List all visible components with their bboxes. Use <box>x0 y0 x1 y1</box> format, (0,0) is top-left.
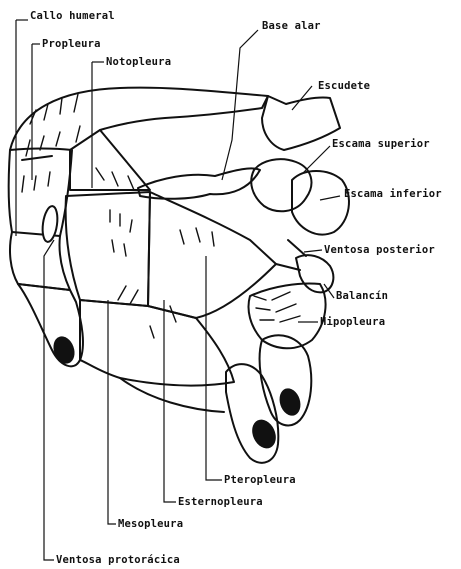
label-balancin: Balancín <box>336 290 388 302</box>
label-escama-inferior: Escama inferior <box>344 188 442 200</box>
label-notopleura: Notopleura <box>106 56 171 68</box>
left-coxa-socket <box>50 333 78 366</box>
scutum-outline <box>10 88 268 150</box>
label-callo-humeral: Callo humeral <box>30 10 115 22</box>
spiracle-outline <box>41 205 60 243</box>
middle-coxa-socket <box>248 416 281 452</box>
callo-humeral-outline <box>9 149 72 237</box>
label-base-alar: Base alar <box>262 20 321 32</box>
escama-inferior-outline <box>292 171 349 235</box>
label-escudete: Escudete <box>318 80 370 92</box>
label-hipopleura: Hipopleura <box>320 316 385 328</box>
notopleura-outline <box>70 130 150 190</box>
escama-superior-outline <box>251 159 311 211</box>
balancin-outline <box>296 255 333 292</box>
label-propleura: Propleura <box>42 38 101 50</box>
label-esternopleura: Esternopleura <box>178 496 263 508</box>
label-mesopleura: Mesopleura <box>118 518 183 530</box>
mesopleura-outline <box>66 192 150 306</box>
hind-coxa-socket <box>276 386 304 419</box>
label-ventosa-posterior: Ventosa posterior <box>324 244 435 256</box>
label-pteropleura: Pteropleura <box>224 474 296 486</box>
pteropleura-outline <box>148 192 276 318</box>
label-ventosa-protoracica: Ventosa protorácica <box>56 554 180 566</box>
label-escama-superior: Escama superior <box>332 138 430 150</box>
escudete-outline <box>262 96 340 150</box>
